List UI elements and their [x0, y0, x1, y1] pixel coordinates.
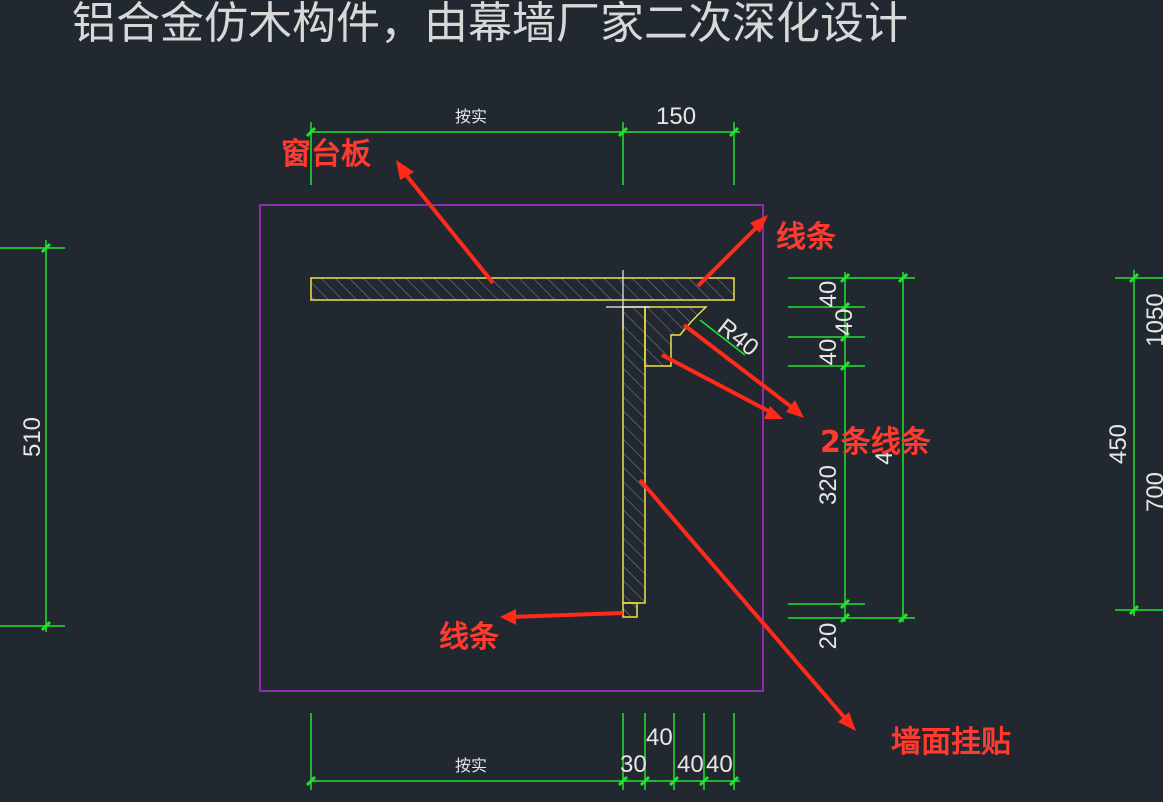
- right-dimensions: 40 40 40 320 20 4: [788, 272, 915, 649]
- dim-right-4: 320: [815, 465, 842, 505]
- label-window-sill: 窗台板: [281, 137, 371, 172]
- dim-far-right-bottom-partial: 700: [1142, 472, 1163, 512]
- dim-bottom-40b: 40: [677, 751, 704, 778]
- label-wall-cladding: 墙面挂贴: [891, 725, 1011, 760]
- dim-bottom-40a: 40: [646, 724, 673, 751]
- dim-left-height: 510: [19, 417, 46, 457]
- dim-right-2: 40: [831, 309, 858, 336]
- dim-right-total: 4: [871, 451, 898, 464]
- annotation-arrows: [396, 160, 856, 731]
- trim-profile-bottom: [622, 602, 638, 618]
- radius-leader: [699, 319, 746, 356]
- far-right-dimensions: 450 1050 700: [1105, 270, 1163, 616]
- dim-right-5: 20: [815, 623, 842, 650]
- label-trim-bottom: 线条: [439, 620, 499, 655]
- dim-right-3: 40: [815, 339, 842, 366]
- dim-top-right: 150: [656, 103, 696, 130]
- bottom-dimension: 按实 30 40 40 40: [305, 713, 740, 790]
- detail-frame: [259, 204, 764, 692]
- left-dimension: 510: [0, 240, 65, 632]
- dim-bottom-30: 30: [620, 751, 647, 778]
- dim-far-right-top-partial: 1050: [1142, 293, 1163, 346]
- drawing-title: 铝合金仿木构件，由幕墙厂家二次深化设计: [72, 0, 908, 49]
- dim-far-right: 450: [1105, 424, 1132, 464]
- top-dimension: 按实 150: [305, 103, 740, 185]
- dim-right-1: 40: [815, 281, 842, 308]
- dim-top-left: 按实: [455, 107, 487, 126]
- dim-bottom-left: 按实: [455, 756, 487, 775]
- label-two-trims: 2条线条: [820, 425, 931, 460]
- dim-bottom-40c: 40: [706, 751, 733, 778]
- label-trim-top: 线条: [776, 220, 836, 255]
- window-sill-profile: [310, 277, 735, 301]
- wall-cladding-profile: [622, 306, 646, 604]
